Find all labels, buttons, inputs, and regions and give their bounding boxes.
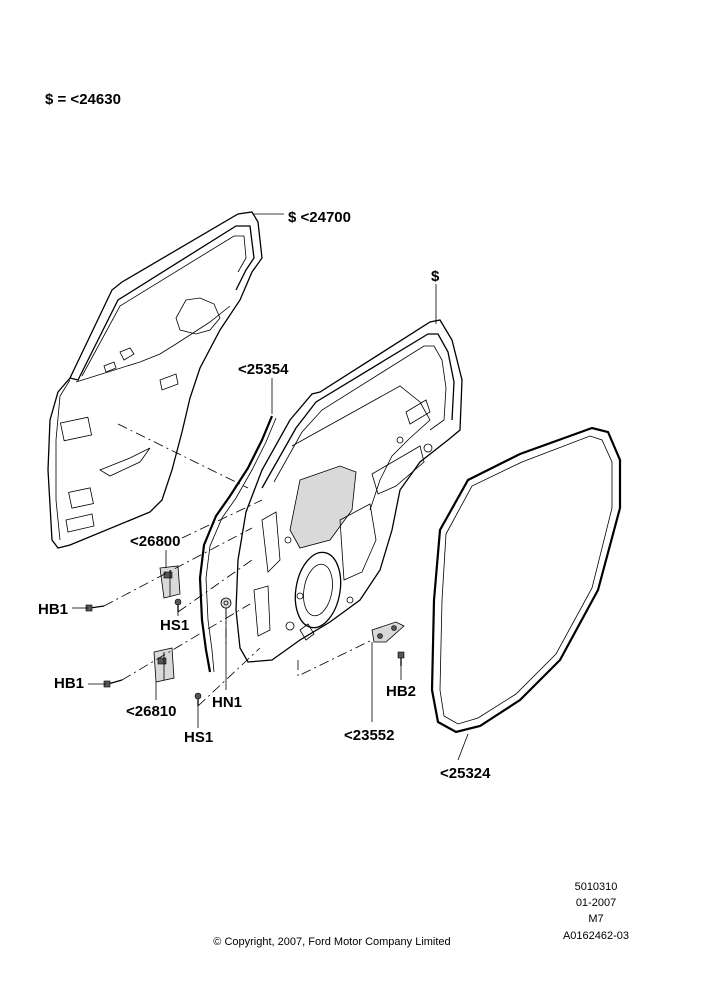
callout-bolt-upper: HB1 bbox=[38, 601, 68, 618]
striker-bolt bbox=[397, 651, 405, 666]
callout-nut: HN1 bbox=[212, 694, 242, 711]
callout-screw-upper: HS1 bbox=[160, 617, 189, 634]
footer-code1: 5010310 bbox=[575, 881, 618, 893]
door-seal bbox=[430, 426, 622, 734]
footer-code2: M7 bbox=[588, 913, 603, 925]
callout-hinge-upper: <26800 bbox=[130, 533, 180, 550]
lower-hinge bbox=[153, 647, 175, 683]
screw-lower bbox=[194, 692, 202, 706]
leader-lines bbox=[72, 213, 469, 761]
footer-code3: A0162462-03 bbox=[563, 930, 629, 942]
outer-door-panel bbox=[47, 211, 263, 549]
legend-text: $ = <24630 bbox=[45, 91, 121, 108]
footer-date: 01-2007 bbox=[576, 897, 616, 909]
inner-door-panel bbox=[235, 319, 463, 663]
nut bbox=[220, 597, 232, 609]
bolt-upper bbox=[85, 604, 105, 612]
upper-weatherstrip bbox=[198, 415, 277, 673]
callout-striker: <23552 bbox=[344, 727, 394, 744]
callout-weatherstrip: <25354 bbox=[238, 361, 289, 378]
footer-copyright: © Copyright, 2007, Ford Motor Company Li… bbox=[213, 936, 450, 948]
callout-inner-panel: $ bbox=[431, 268, 440, 285]
callout-outer-panel: $ <24700 bbox=[288, 209, 351, 226]
callout-striker-bolt: HB2 bbox=[386, 683, 416, 700]
bolt-lower bbox=[103, 679, 123, 688]
screw-upper bbox=[174, 598, 182, 612]
callout-hinge-lower: <26810 bbox=[126, 703, 176, 720]
callout-screw-lower: HS1 bbox=[184, 729, 213, 746]
callout-bolt-lower: HB1 bbox=[54, 675, 84, 692]
callout-door-seal: <25324 bbox=[440, 765, 491, 782]
alignment-lines bbox=[103, 423, 373, 707]
striker bbox=[371, 621, 405, 643]
